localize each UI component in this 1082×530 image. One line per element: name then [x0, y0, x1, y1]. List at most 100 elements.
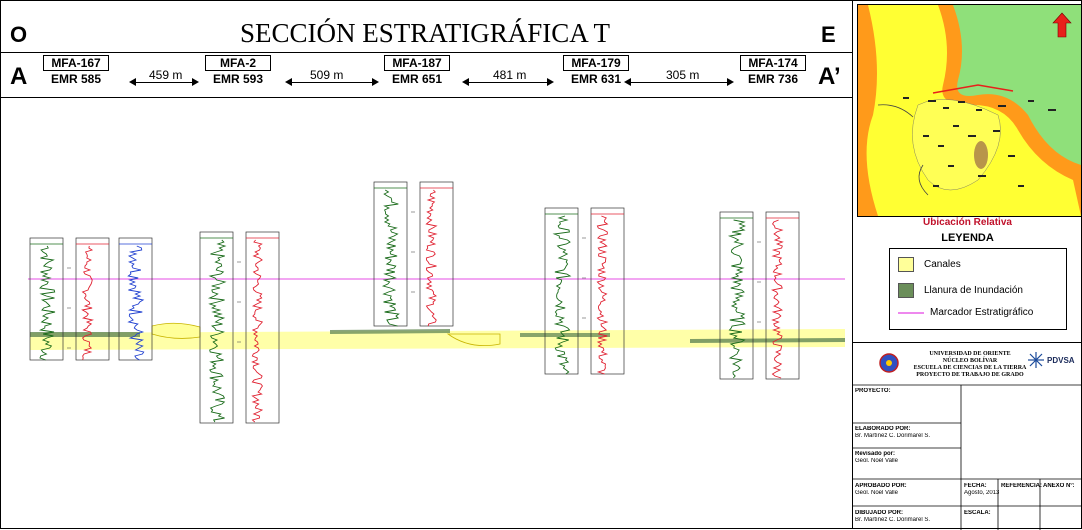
north-arrow-icon [1052, 12, 1072, 38]
log-curve [425, 189, 438, 327]
section-title: SECCIÓN ESTRATIGRÁFICA T [240, 18, 611, 48]
project-label: PROYECTO: [855, 388, 891, 394]
distance-label: 459 m [149, 68, 183, 82]
map-contour [918, 164, 929, 196]
institution-line: ESCUELA DE CIENCIAS DE LA TIERRA [913, 365, 1027, 371]
legend-swatch [898, 257, 914, 272]
distance-label: 305 m [666, 68, 700, 82]
well-log [544, 207, 625, 375]
east-label: E [821, 22, 836, 47]
well-emr: EMR 585 [50, 72, 102, 86]
map-channel-lens [974, 141, 988, 169]
institution-line: NÚCLEO BOLÍVAR [942, 358, 998, 364]
dibujado-label: DIBUJADO POR: [855, 510, 904, 516]
legend-box: Canales Llanura de Inundación Marcador E… [889, 248, 1067, 330]
log-curve [381, 189, 400, 327]
legend-title: LEYENDA [941, 232, 994, 244]
well-log [373, 181, 454, 327]
west-label: O [10, 22, 28, 47]
log-curve [251, 239, 264, 423]
university-logo-center [886, 360, 892, 366]
log-track [29, 237, 64, 361]
revisado-label: Revisado por: [855, 451, 896, 457]
well-name: MFA-179 [563, 55, 629, 71]
legend-item-marcador: Marcador Estratigráfico [898, 307, 1033, 318]
well-log [29, 237, 153, 361]
section-panel: O SECCIÓN ESTRATIGRÁFICA T E A A’ MFA-16… [0, 0, 853, 529]
well-emr: EMR 651 [391, 72, 443, 86]
dibujado-name: Br. Martínez C. Dorimarel S. [855, 517, 931, 523]
revisado-name: Geol. Noel Valle [855, 458, 898, 464]
well-emr: EMR 736 [747, 72, 799, 86]
floodplain [690, 338, 845, 343]
institution-line: PROYECTO DE TRABAJO DE GRADO [916, 372, 1024, 378]
anexo-label: ANEXO Nº: [1043, 483, 1075, 489]
referencia-label: REFERENCIA: [1001, 483, 1043, 489]
header-divider [0, 97, 852, 98]
log-track [118, 237, 153, 361]
well-log [199, 231, 280, 424]
legend-line [898, 311, 924, 314]
institution-text: UNIVERSIDAD DE ORIENTE NÚCLEO BOLÍVAR ES… [911, 351, 1029, 379]
distance-label: 481 m [493, 68, 527, 82]
well-header-1: MFA-167 EMR 585 [43, 55, 109, 86]
location-map-svg [858, 5, 1081, 216]
well-header-3: MFA-187 EMR 651 [384, 55, 450, 86]
legend-swatch [898, 283, 914, 298]
canal-body [30, 329, 845, 350]
distance-arrow [462, 78, 554, 86]
section-end-label: A’ [818, 63, 841, 90]
well-header-2: MFA-2 EMR 593 [205, 55, 271, 86]
aprobado-label: APROBADO POR: [855, 483, 907, 489]
well-header-4: MFA-179 EMR 631 [563, 55, 629, 86]
log-curve [596, 215, 609, 375]
aprobado-name: Geol. Noel Valle [855, 490, 898, 496]
title-block: UNIVERSIDAD DE ORIENTE NÚCLEO BOLÍVAR ES… [853, 342, 1082, 530]
distance-arrow [285, 78, 379, 86]
log-track [75, 237, 110, 361]
log-track [544, 207, 579, 375]
log-track [719, 211, 754, 380]
distance-arrow [624, 78, 734, 86]
well-name: MFA-2 [205, 55, 271, 71]
elaborado-name: Br. Martínez C. Dorimarel S. [855, 433, 931, 439]
log-track [590, 207, 625, 375]
section-line [932, 84, 1014, 94]
floodplain [30, 332, 140, 337]
well-name: MFA-167 [43, 55, 109, 71]
canal-lens [446, 333, 501, 347]
log-track [373, 181, 408, 327]
correlation-section [28, 181, 845, 424]
legend-label: Llanura de Inundación [924, 285, 1023, 296]
company-name: PDVSA [1047, 357, 1075, 364]
legend-item-llanura: Llanura de Inundación [898, 283, 1023, 298]
log-curve [127, 245, 145, 361]
distance-label: 509 m [310, 68, 344, 82]
pdvsa-logo-icon [1028, 352, 1044, 368]
map-well-markers [903, 97, 1056, 187]
floodplain [520, 333, 610, 337]
title-divider [0, 52, 852, 53]
well-header-5: MFA-174 EMR 736 [740, 55, 806, 86]
fecha-label: FECHA: [964, 483, 987, 489]
title-block-grid [853, 352, 1082, 530]
legend-label: Canales [924, 259, 961, 270]
fecha-value: Agosto, 2013 [964, 490, 1000, 496]
log-curve [552, 215, 572, 375]
location-caption: Ubicación Relativa [923, 217, 1012, 228]
log-curve [727, 219, 746, 379]
log-curve [38, 245, 56, 361]
well-log [719, 211, 800, 380]
distance-arrow [129, 78, 199, 86]
institution-line: UNIVERSIDAD DE ORIENTE [929, 351, 1011, 357]
map-contour [877, 104, 914, 118]
log-track [245, 231, 280, 424]
log-track [419, 181, 454, 327]
legend-label: Marcador Estratigráfico [930, 307, 1034, 318]
elaborado-label: ELABORADO POR: [855, 426, 911, 432]
log-curve [770, 219, 784, 379]
legend-item-canales: Canales [898, 257, 961, 272]
log-curve [81, 245, 94, 361]
log-curve [207, 239, 227, 423]
floodplain [330, 329, 450, 334]
